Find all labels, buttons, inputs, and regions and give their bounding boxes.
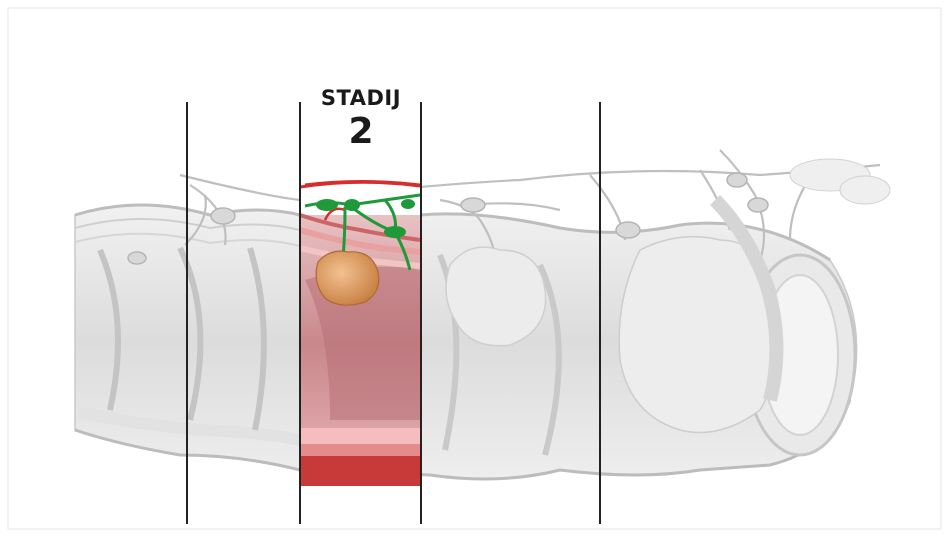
stage-heading: STADIJ 2 — [300, 86, 422, 152]
stage-label: STADIJ — [300, 86, 422, 110]
stage-number: 2 — [300, 112, 422, 152]
stage-2-section — [300, 150, 421, 490]
tumor-stage-2 — [316, 251, 379, 305]
